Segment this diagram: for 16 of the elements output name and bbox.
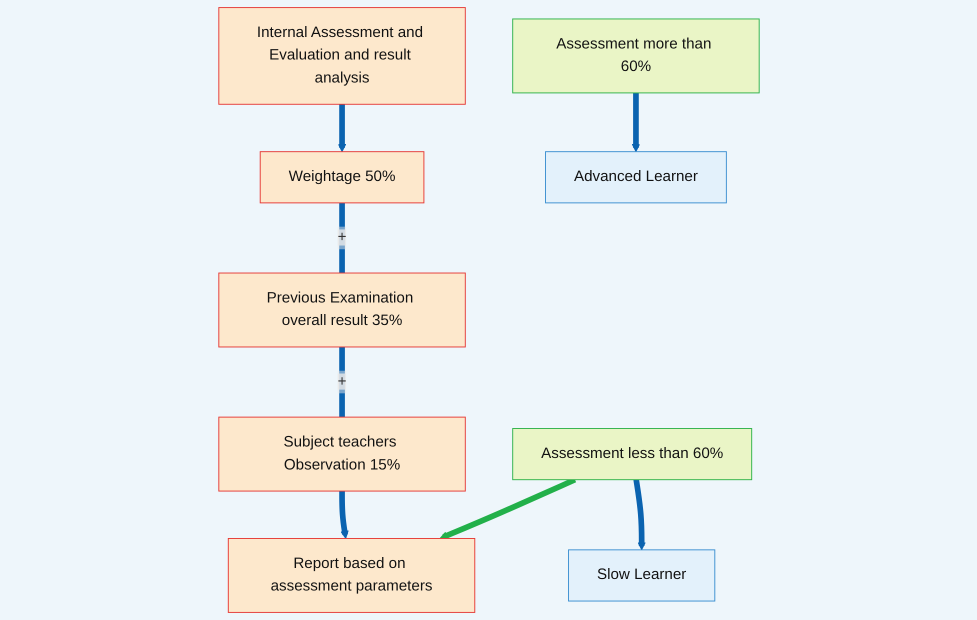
node-box: Assessment more than 60%: [512, 18, 760, 94]
node-box: Report based on assessment parameters: [227, 538, 475, 613]
node-box: Weightage 50%: [259, 151, 424, 204]
node-box: Previous Examination overall result 35%: [218, 272, 466, 348]
arrow: [632, 479, 646, 550]
arrow: [631, 92, 640, 152]
node-box: Assessment less than 60%: [512, 428, 752, 480]
arrow: [338, 491, 348, 539]
edge-label: +: [337, 229, 346, 246]
edge-label: +: [337, 374, 346, 390]
node-box: Advanced Learner: [544, 151, 726, 204]
connector: [338, 346, 344, 418]
node-box: Internal Assessment and Evaluation and result analysis: [218, 7, 466, 105]
arrow: [337, 104, 346, 152]
node-box: Subject teachers Observation 15%: [218, 416, 466, 492]
node-box: Slow Learner: [568, 549, 715, 602]
